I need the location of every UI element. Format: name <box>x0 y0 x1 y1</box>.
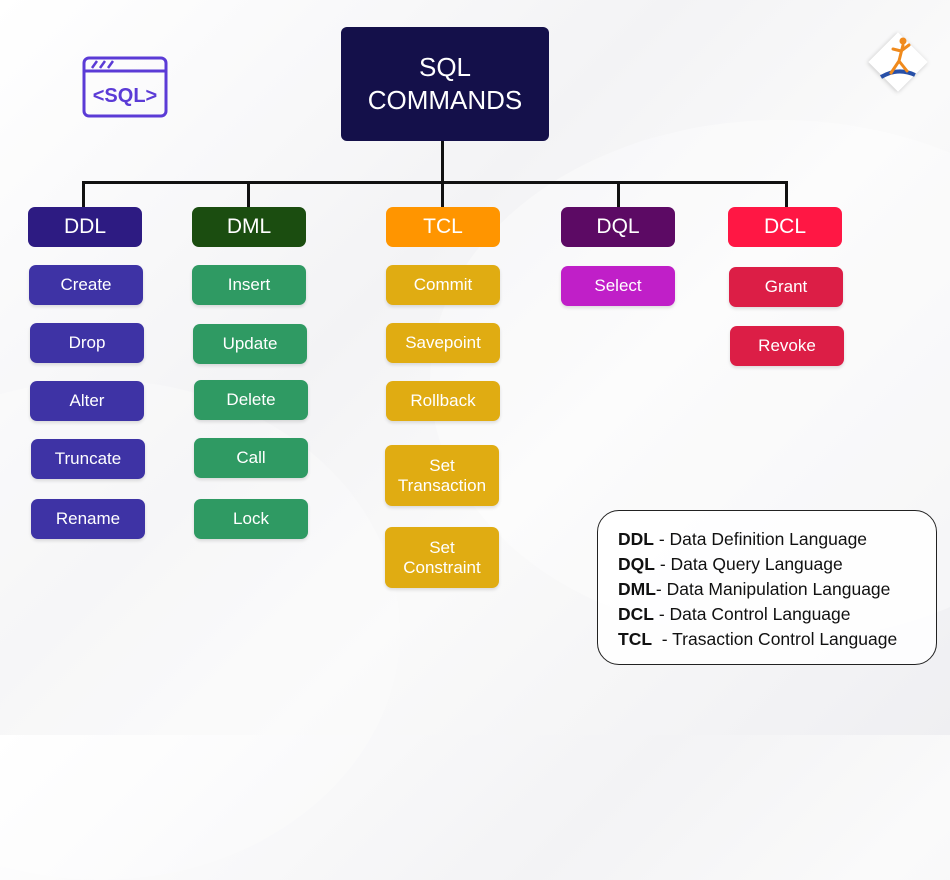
category-dcl: DCL <box>728 207 842 247</box>
command-commit: Commit <box>386 265 500 305</box>
brand-logo-icon <box>868 32 928 92</box>
connector-dml <box>247 181 250 207</box>
command-lock: Lock <box>194 499 308 539</box>
command-call: Call <box>194 438 308 478</box>
legend-desc: Data Definition Language <box>669 529 868 549</box>
legend-abbr: TCL <box>618 629 653 649</box>
legend-sep: - <box>655 579 667 599</box>
command-savepoint: Savepoint <box>386 323 500 363</box>
command-delete: Delete <box>194 380 308 420</box>
legend-row-dql: DQL - Data Query Language <box>618 552 936 577</box>
legend-desc: Trasaction Control Language <box>672 629 898 649</box>
sql-commands-root: SQL COMMANDS <box>341 27 549 141</box>
command-insert: Insert <box>192 265 306 305</box>
legend-abbr: DQL <box>618 554 655 574</box>
legend-abbr: DML <box>618 579 656 599</box>
legend-abbr: DCL <box>618 604 654 624</box>
legend-desc: Data Manipulation Language <box>666 579 891 599</box>
command-revoke: Revoke <box>730 326 844 366</box>
command-update: Update <box>193 324 307 364</box>
legend-abbr: DDL <box>618 529 654 549</box>
legend-sep: - <box>653 529 670 549</box>
legend-row-dcl: DCL - Data Control Language <box>618 602 936 627</box>
root-title-line1: SQL <box>418 52 472 82</box>
legend-sep: - <box>654 554 671 574</box>
command-rename: Rename <box>31 499 145 539</box>
command-drop: Drop <box>30 323 144 363</box>
command-rollback: Rollback <box>386 381 500 421</box>
connector-dcl <box>785 181 788 207</box>
command-select: Select <box>561 266 675 306</box>
legend-row-dml: DML- Data Manipulation Language <box>618 577 936 602</box>
root-title-line2: COMMANDS <box>367 85 523 115</box>
sql-icon-label: <SQL> <box>93 85 157 107</box>
command-create: Create <box>29 265 143 305</box>
legend-row-ddl: DDL - Data Definition Language <box>618 527 936 552</box>
command-grant: Grant <box>729 267 843 307</box>
legend-desc: Data Query Language <box>670 554 843 574</box>
connector-ddl <box>82 181 85 207</box>
command-alter: Alter <box>30 381 144 421</box>
category-ddl: DDL <box>28 207 142 247</box>
category-dml: DML <box>192 207 306 247</box>
command-set-constraint: Set Constraint <box>385 527 499 588</box>
category-dql: DQL <box>561 207 675 247</box>
connector-root-stem <box>441 141 444 183</box>
legend-desc: Data Control Language <box>669 604 851 624</box>
connector-horizontal <box>82 181 788 184</box>
sql-code-icon: <SQL> <box>82 56 168 118</box>
connector-tcl <box>441 181 444 207</box>
legend-sep: - <box>652 629 673 649</box>
legend-row-tcl: TCL - Trasaction Control Language <box>618 627 936 652</box>
command-set-transaction: Set Transaction <box>385 445 499 506</box>
category-tcl: TCL <box>386 207 500 247</box>
legend-sep: - <box>653 604 670 624</box>
legend-box: DDL - Data Definition Language DQL - Dat… <box>597 510 937 665</box>
connector-dql <box>617 181 620 207</box>
command-truncate: Truncate <box>31 439 145 479</box>
